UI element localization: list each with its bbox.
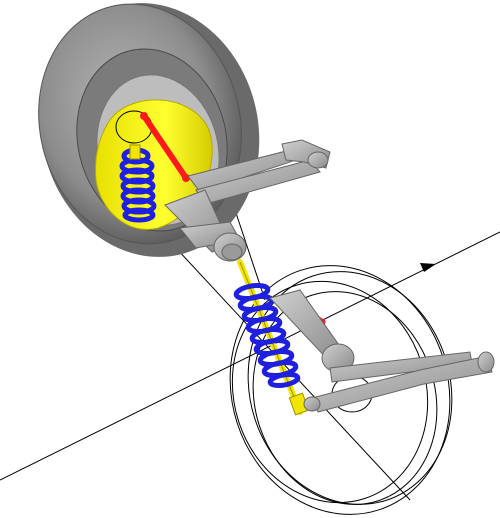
lower-arm-upper-wheel xyxy=(164,189,247,262)
damper-upper xyxy=(140,112,190,182)
strut-top-cap xyxy=(129,144,141,160)
coil-spring-upper xyxy=(119,147,157,223)
lower-control-arm xyxy=(269,289,495,413)
direction-arrow-icon xyxy=(420,263,436,272)
coil-spring-lower xyxy=(233,282,301,388)
upper-control-arm xyxy=(187,139,331,205)
